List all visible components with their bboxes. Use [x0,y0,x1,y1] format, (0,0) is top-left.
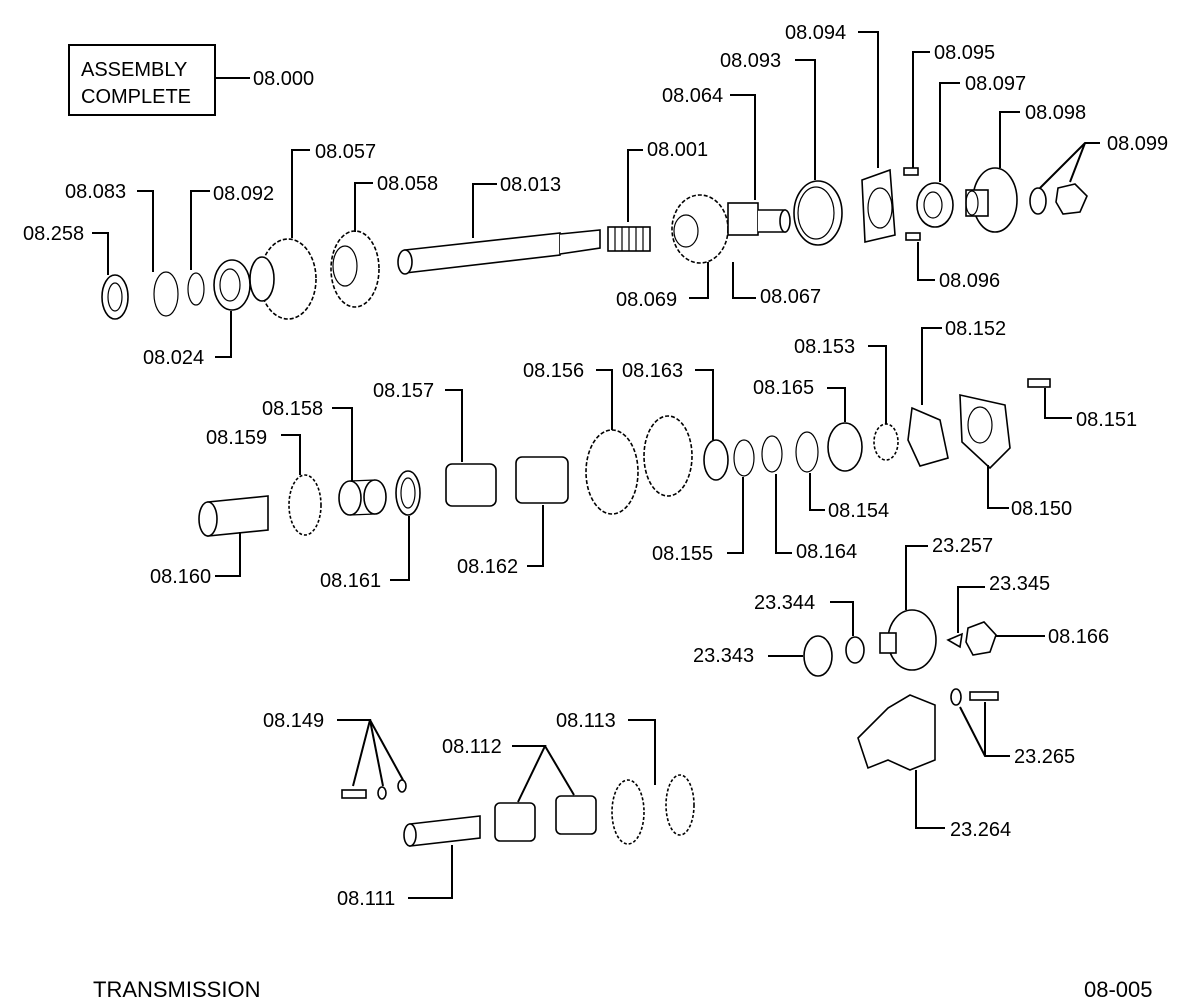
bottom-shaft-parts [341,774,695,847]
assembly-complete-box: ASSEMBLY COMPLETE [68,44,250,116]
part-label: 08.094 [785,22,846,44]
assembly-line-2: COMPLETE [81,86,191,108]
part-label: 08.064 [662,85,723,107]
footer-title: TRANSMISSION [93,977,260,1002]
part-label: 08.083 [65,181,126,203]
part-label: 23.345 [989,573,1050,595]
part-label: 08.069 [616,289,677,311]
part-label: 08.096 [939,270,1000,292]
part-label: 08.013 [500,174,561,196]
part-label: 08.166 [1048,626,1109,648]
part-label: 08.097 [965,73,1026,95]
part-label: 08.092 [213,183,274,205]
part-label: 08.161 [320,570,381,592]
part-label: 08.093 [720,50,781,72]
part-label: 08.024 [143,347,204,369]
part-label: 23.343 [693,645,754,667]
part-label: 08.160 [150,566,211,588]
part-label: 08.155 [652,543,713,565]
part-label: 08.152 [945,318,1006,340]
part-label: 08.162 [457,556,518,578]
footer-page-code: 08-005 [1084,977,1153,1002]
part-label: 08.112 [442,736,502,758]
part-label: 23.344 [754,592,815,614]
part-label: 08.159 [206,427,267,449]
part-label: 08.001 [647,139,708,161]
part-labels: 08.000 08.094 08.095 08.093 08.097 08.06… [23,22,1168,910]
part-label: 08.157 [373,380,434,402]
top-shaft-parts [101,167,1088,320]
part-label: 08.057 [315,141,376,163]
part-label: 08.154 [828,500,889,522]
part-label: 08.095 [934,42,995,64]
part-label: 08.000 [253,68,314,90]
part-label: 08.111 [337,888,395,910]
middle-shaft-parts [198,378,1051,771]
assembly-line-1: ASSEMBLY [81,59,187,81]
leader-lines [92,31,1100,899]
part-label: 08.113 [556,710,616,732]
part-label: 23.265 [1014,746,1075,768]
part-label: 08.098 [1025,102,1086,124]
part-label: 08.258 [23,223,84,245]
part-label: 23.264 [950,819,1011,841]
part-label: 08.150 [1011,498,1072,520]
part-label: 08.164 [796,541,857,563]
part-label: 23.257 [932,535,993,557]
part-label: 08.165 [753,377,814,399]
part-label: 08.156 [523,360,584,382]
part-label: 08.058 [377,173,438,195]
part-label: 08.149 [263,710,324,732]
part-label: 08.067 [760,286,821,308]
part-label: 08.099 [1107,133,1168,155]
part-label: 08.163 [622,360,683,382]
part-label: 08.153 [794,336,855,358]
part-label: 08.158 [262,398,323,420]
part-label: 08.151 [1076,409,1137,431]
